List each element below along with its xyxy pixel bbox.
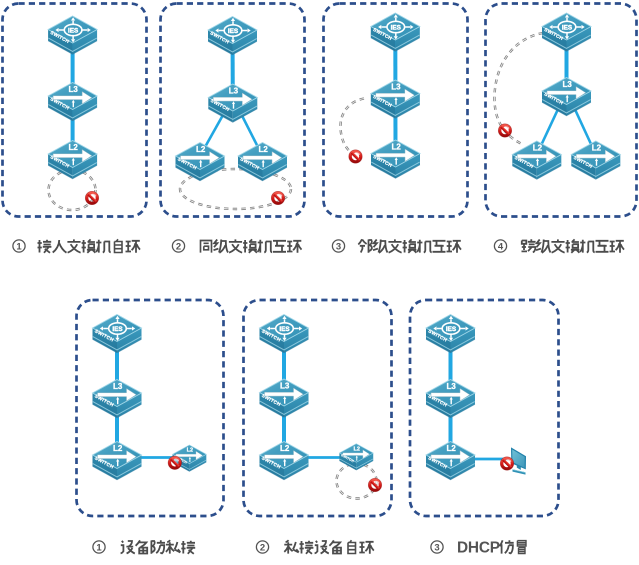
svg-text:3: 3 bbox=[336, 241, 341, 252]
svg-text:1: 1 bbox=[16, 241, 22, 252]
svg-text:2: 2 bbox=[176, 241, 181, 252]
svg-text:DHCP: DHCP bbox=[457, 540, 500, 557]
svg-text:1: 1 bbox=[96, 542, 102, 553]
svg-text:2: 2 bbox=[260, 542, 265, 553]
svg-text:3: 3 bbox=[434, 542, 439, 553]
svg-text:4: 4 bbox=[498, 241, 504, 252]
